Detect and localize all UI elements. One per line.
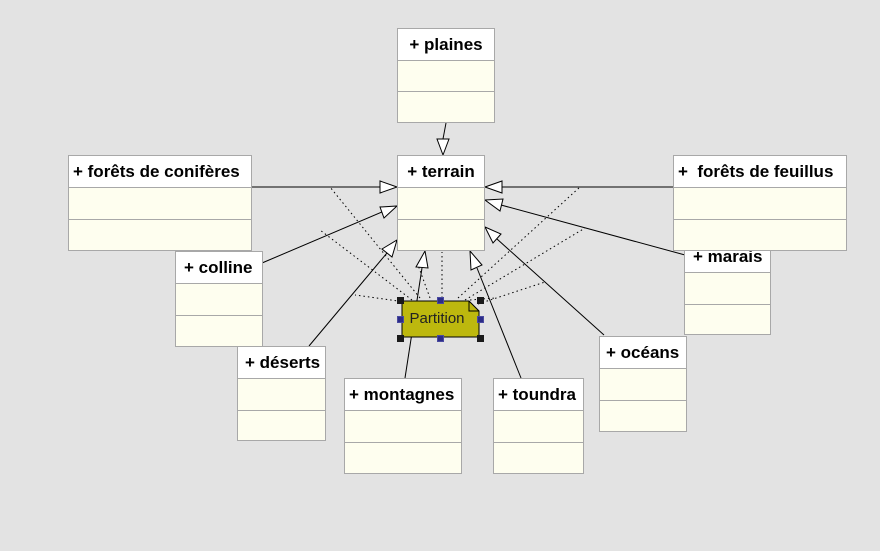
generalization-line-toundra — [476, 267, 522, 379]
note-shape — [401, 300, 480, 338]
selection-handle-bottom-left[interactable] — [397, 335, 404, 342]
selection-handle-bottom[interactable] — [437, 335, 444, 342]
selection-handle-top-left[interactable] — [397, 297, 404, 304]
class-montagnes[interactable]: + montagnes — [344, 378, 462, 474]
class-operations — [674, 220, 846, 251]
selection-handle-top[interactable] — [437, 297, 444, 304]
class-attributes — [600, 369, 686, 401]
class-oceans[interactable]: + océans — [599, 336, 687, 432]
class-attributes — [674, 188, 846, 220]
class-operations — [398, 92, 494, 123]
class-name: + terrain — [398, 156, 484, 188]
class-attributes — [685, 273, 770, 305]
arrowhead-toundra — [469, 249, 483, 271]
arrowhead-deserts — [381, 238, 398, 258]
anchor-line-oceans — [477, 281, 546, 305]
class-name: + plaines — [398, 29, 494, 61]
class-terrain[interactable]: + terrain — [397, 155, 485, 251]
class-operations — [600, 401, 686, 432]
class-forets-de-feuillus[interactable]: + forêts de feuillus — [673, 155, 847, 251]
class-attributes — [494, 411, 583, 443]
class-attributes — [398, 61, 494, 92]
class-deserts[interactable]: + déserts — [237, 346, 326, 441]
generalization-line-colline — [261, 211, 383, 264]
generalization-line-marais — [500, 204, 686, 256]
arrowhead-colline — [379, 205, 399, 219]
anchor-line-terrain-left — [417, 264, 431, 299]
class-operations — [398, 220, 484, 251]
class-colline[interactable]: + colline — [175, 251, 263, 347]
arrowhead-coniferes — [379, 180, 399, 194]
class-operations — [176, 316, 262, 347]
class-attributes — [238, 379, 325, 411]
class-operations — [685, 305, 770, 336]
selection-handle-bottom-right[interactable] — [477, 335, 484, 342]
arrowhead-oceans — [483, 225, 502, 244]
class-marais[interactable]: + marais — [684, 240, 771, 335]
class-operations — [345, 443, 461, 474]
class-plaines[interactable]: + plaines — [397, 28, 495, 123]
generalization-line-plaines — [442, 122, 447, 140]
arrowhead-marais — [483, 198, 504, 212]
class-attributes — [69, 188, 251, 220]
generalization-line-deserts — [308, 252, 388, 347]
arrowhead-plaines — [436, 138, 450, 157]
class-attributes — [345, 411, 461, 443]
class-operations — [494, 443, 583, 474]
class-name: + océans — [600, 337, 686, 369]
class-operations — [69, 220, 251, 251]
note-label: Partition — [409, 310, 465, 327]
selection-handle-right[interactable] — [477, 316, 484, 323]
class-toundra[interactable]: + toundra — [493, 378, 584, 474]
class-attributes — [176, 284, 262, 316]
class-operations — [238, 411, 325, 442]
arrowhead-montagnes — [415, 249, 429, 269]
class-name: + forêts de feuillus — [674, 156, 846, 188]
class-attributes — [398, 188, 484, 220]
class-forets-de-coniferes[interactable]: + forêts de conifères — [68, 155, 252, 251]
selection-handle-left[interactable] — [397, 316, 404, 323]
selection-handle-top-right[interactable] — [477, 297, 484, 304]
class-name: + montagnes — [345, 379, 461, 411]
class-name: + toundra — [494, 379, 583, 411]
generalization-line-oceans — [496, 238, 605, 336]
class-name: + déserts — [238, 347, 325, 379]
class-name: + colline — [176, 252, 262, 284]
note-partition[interactable]: Partition — [401, 300, 480, 338]
arrowhead-feuillus — [483, 180, 503, 194]
class-name: + forêts de conifères — [69, 156, 251, 188]
